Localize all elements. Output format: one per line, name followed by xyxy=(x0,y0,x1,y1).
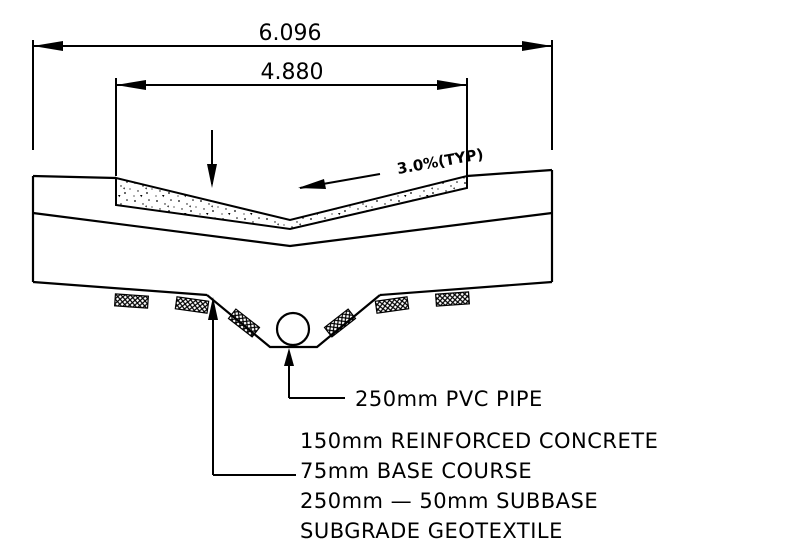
layer-label-base-course: 75mm BASE COURSE xyxy=(300,459,532,483)
layer-callouts: 150mm REINFORCED CONCRETE 75mm BASE COUR… xyxy=(300,429,658,543)
layers-leader xyxy=(208,297,296,476)
pipe-callout-label: 250mm PVC PIPE xyxy=(355,387,543,411)
layer-label-geotextile: SUBGRADE GEOTEXTILE xyxy=(300,519,563,543)
thickness-pointer-arrow xyxy=(207,130,217,188)
inner-width-label: 4.880 xyxy=(261,60,324,85)
geotextile-hatching xyxy=(113,291,471,338)
pvc-pipe xyxy=(275,311,311,347)
pipe-leader: 250mm PVC PIPE xyxy=(284,348,543,411)
layer-label-subbase: 250mm — 50mm SUBBASE xyxy=(300,489,598,513)
overall-width-dimension: 6.096 xyxy=(32,21,553,150)
overall-width-label: 6.096 xyxy=(259,21,322,46)
slope-label: 3.0%(TYP) xyxy=(396,145,485,178)
inner-width-dimension: 4.880 xyxy=(115,60,468,176)
concrete-slab xyxy=(115,174,468,231)
layer-label-concrete: 150mm REINFORCED CONCRETE xyxy=(300,429,658,453)
